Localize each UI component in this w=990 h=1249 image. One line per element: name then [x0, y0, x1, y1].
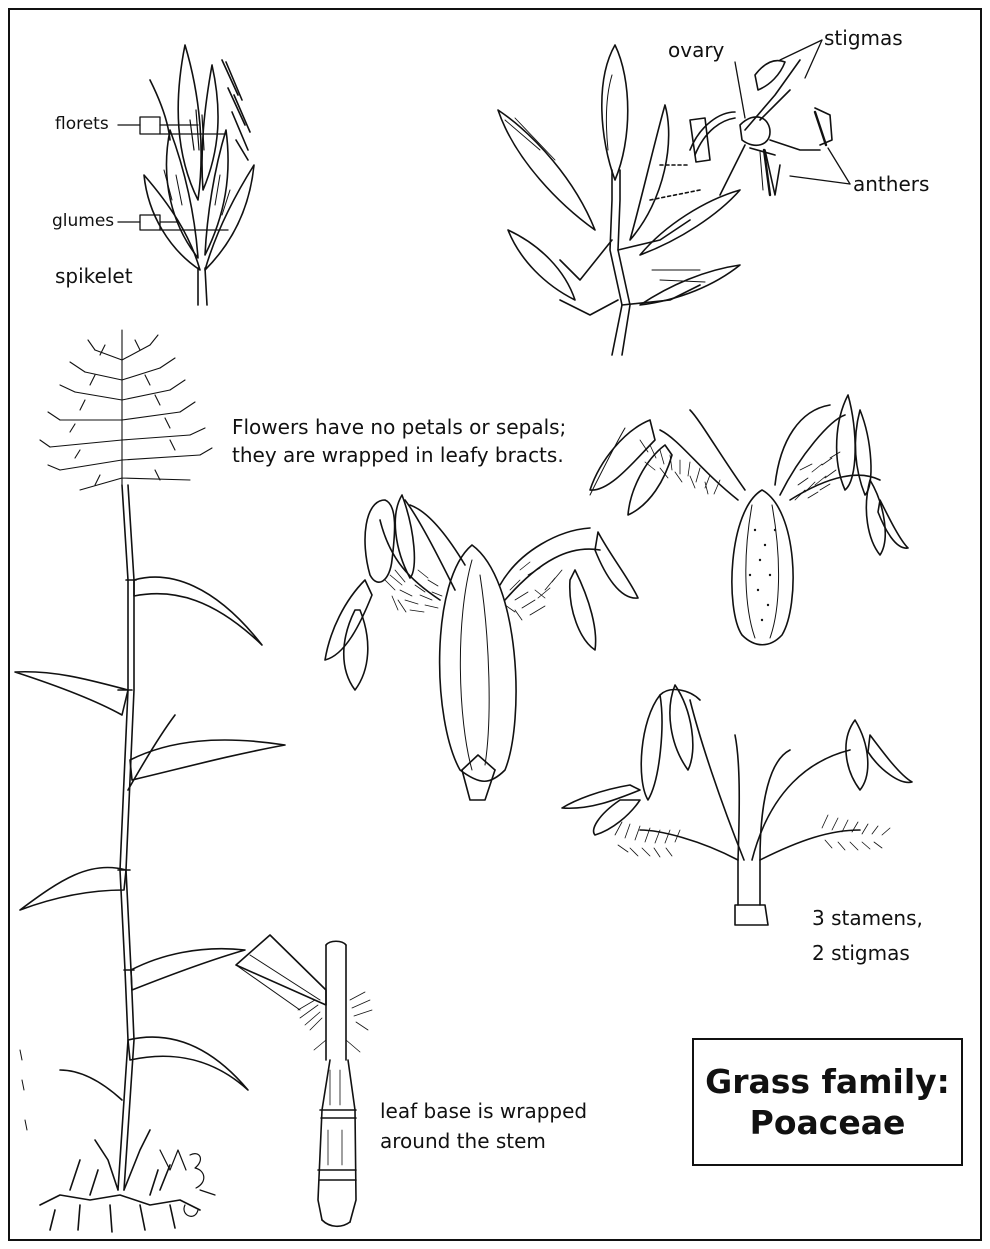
stamens-stigmas-drawing [562, 685, 912, 925]
caption-leafbase-line1: leaf base is wrapped [380, 1098, 587, 1125]
caption-stamens-line1: 3 stamens, [812, 905, 923, 932]
title-line2: Poaceae [750, 1102, 906, 1143]
label-ovary: ovary [668, 38, 724, 62]
caption-stamens-line2: 2 stigmas [812, 940, 910, 967]
caption-leafbase-line2: around the stem [380, 1128, 546, 1155]
title-box: Grass family: Poaceae [692, 1038, 963, 1166]
ovary-flower-drawing [590, 395, 908, 645]
label-spikelet: spikelet [55, 264, 133, 288]
label-stigmas: stigmas [824, 26, 903, 50]
floret-pointers [735, 40, 850, 184]
label-anthers: anthers [853, 172, 929, 196]
caption-flowers-line2: they are wrapped in leafy bracts. [232, 442, 564, 469]
leaf-base-drawing [236, 935, 372, 1226]
caption-flowers-line1: Flowers have no petals or sepals; [232, 414, 566, 441]
title-line1: Grass family: [705, 1061, 950, 1102]
open-floret-drawing [325, 495, 638, 800]
label-glumes: glumes [52, 211, 114, 231]
label-florets: florets [55, 114, 109, 134]
spikelet-drawing [144, 45, 254, 305]
floret-branch-drawing [498, 45, 832, 355]
